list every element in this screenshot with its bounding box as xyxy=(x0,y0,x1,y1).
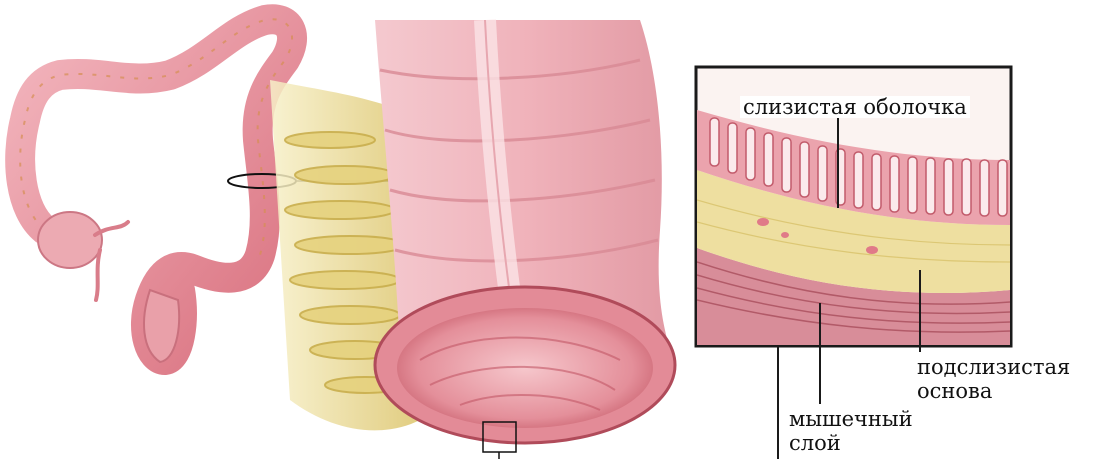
label-submucosa-line1: подслизистая xyxy=(917,356,1070,378)
label-submucosa-line2: основа xyxy=(917,380,992,402)
colon-overview xyxy=(20,19,296,362)
label-mucosa: слизистая оболочка xyxy=(740,96,970,118)
label-muscle-line1: мышечный xyxy=(789,408,913,430)
label-muscle-line2: слой xyxy=(789,432,841,454)
colon-lumen xyxy=(397,308,653,428)
colon-segment xyxy=(375,20,675,459)
